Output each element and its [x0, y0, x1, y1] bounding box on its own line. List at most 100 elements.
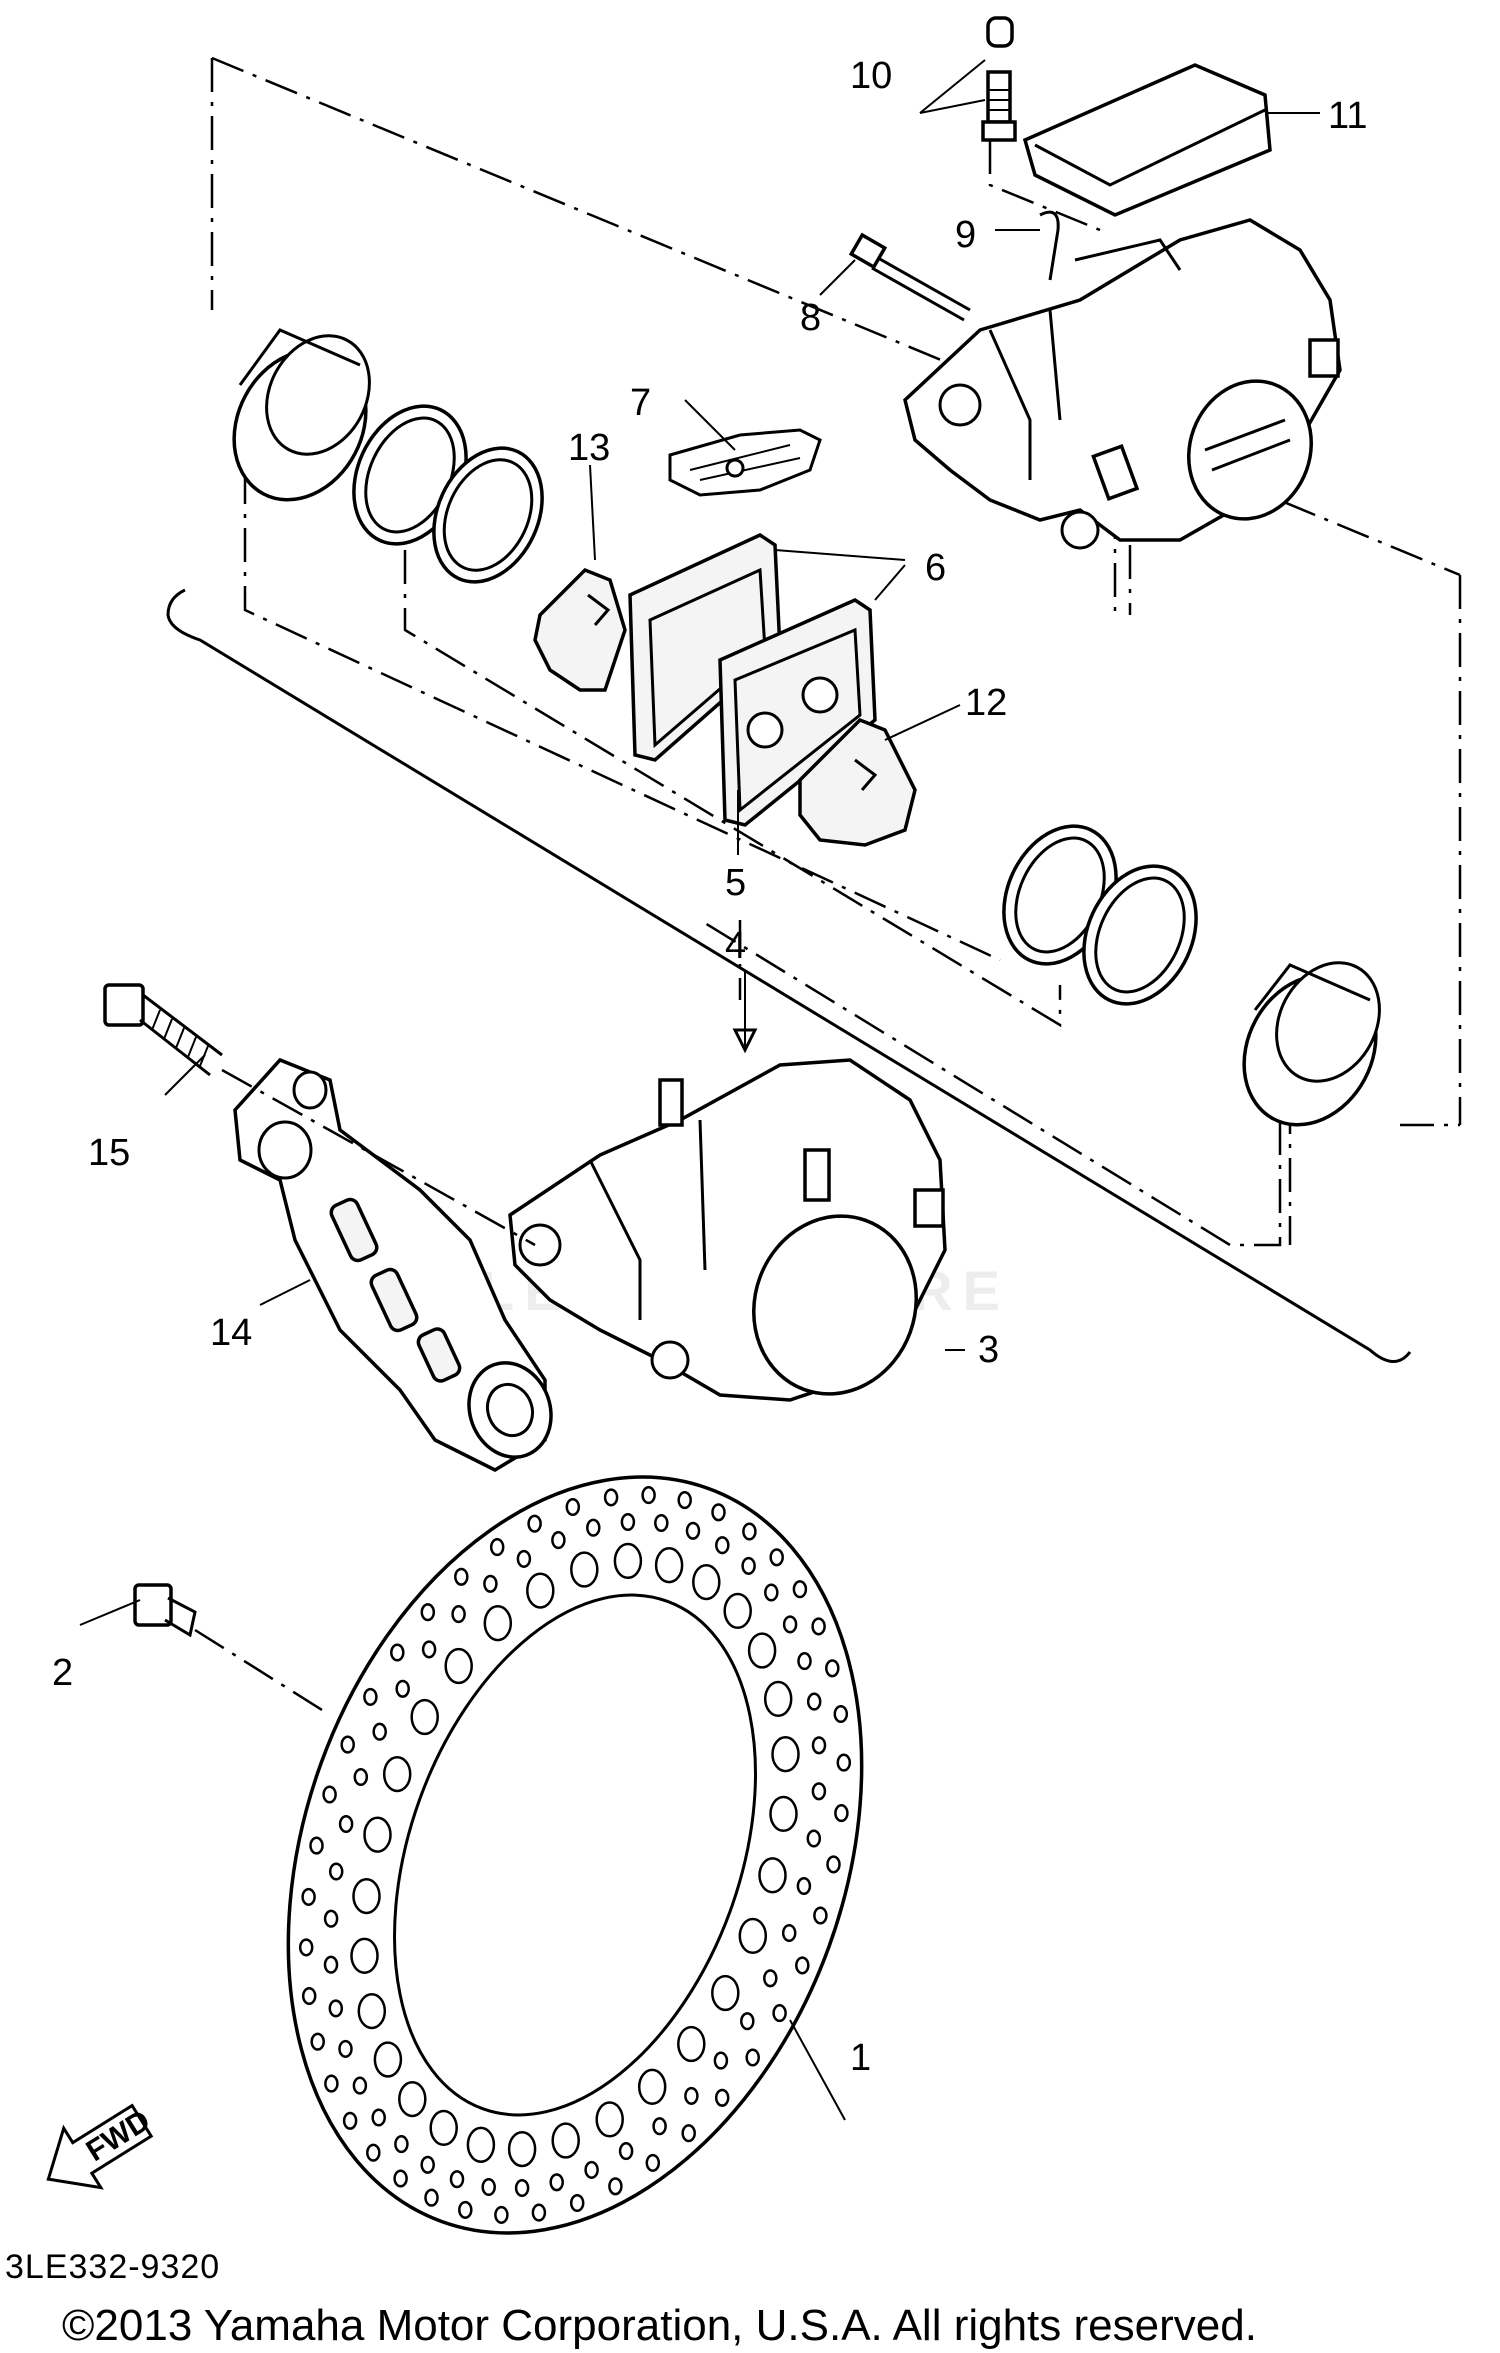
bolt-2	[133, 1583, 331, 1717]
disc-hole	[608, 2177, 623, 2196]
disc-hole	[833, 1704, 849, 1724]
disc-hole	[363, 1816, 392, 1853]
disc-hole	[421, 1640, 437, 1659]
disc-hole	[811, 1782, 827, 1801]
disc-hole	[301, 1887, 316, 1906]
brake-pads-6	[628, 533, 877, 827]
fwd-arrow: FWD	[46, 2103, 156, 2190]
disc-hole	[826, 1855, 841, 1874]
label-8: 8	[800, 297, 821, 339]
copyright-notice: ©2013 Yamaha Motor Corporation, U.S.A. A…	[62, 2301, 1257, 2350]
disc-hole	[424, 2188, 439, 2207]
disc-hole	[489, 1538, 505, 1557]
disc-hole	[795, 1956, 810, 1975]
disc-hole	[711, 1974, 740, 2012]
disc-hole	[654, 1513, 669, 1533]
disc-hole	[298, 1938, 314, 1957]
disc-hole	[526, 1572, 555, 1609]
disc-hole	[637, 2068, 667, 2105]
disc-hole	[481, 2177, 496, 2197]
disc-hole	[714, 2088, 730, 2107]
caliper-assembly-3	[508, 1058, 947, 1402]
disc-hole	[565, 1497, 581, 1517]
disc-hole	[328, 1999, 344, 2018]
upper-seals	[352, 404, 544, 584]
disc-hole	[363, 1687, 378, 1706]
disc-hole	[771, 1736, 800, 1773]
disc-hole	[677, 2025, 706, 2063]
disc-hole	[466, 2126, 496, 2163]
brake-disc-1	[286, 1475, 864, 2235]
disc-hole	[323, 1909, 339, 1928]
disc-hole	[806, 1829, 822, 1848]
disc-hole	[584, 2160, 599, 2179]
pin-8	[848, 232, 971, 322]
fwd-arrow-icon	[46, 2103, 154, 2190]
disc-hole	[681, 2124, 696, 2143]
disc-hole	[373, 2041, 403, 2078]
disc-hole	[324, 2074, 339, 2093]
upper-left-piston	[232, 328, 371, 502]
disc-hole	[569, 2193, 585, 2213]
disc-hole	[398, 2080, 427, 2118]
disc-hole	[449, 2170, 465, 2189]
label-15: 15	[88, 1132, 130, 1174]
disc-hole	[711, 1503, 726, 1522]
shim-13	[533, 567, 627, 692]
disc-hole	[641, 1486, 656, 1505]
disc-hole	[420, 1603, 436, 1622]
disc-hole	[382, 1755, 412, 1793]
bleed-screw-10	[981, 16, 1017, 142]
disc-hole	[811, 1736, 827, 1755]
disc-hole	[654, 1547, 684, 1584]
disc-hole	[769, 1795, 798, 1833]
disc-hole	[742, 1522, 757, 1541]
caliper-bracket-14	[233, 1057, 553, 1472]
label-2: 2	[52, 1652, 73, 1694]
disc-hole	[322, 1785, 337, 1804]
disc-hole	[715, 1536, 730, 1555]
disc-drill-holes	[298, 1486, 852, 2224]
disc-hole	[352, 1877, 381, 1915]
bolt-15	[103, 983, 536, 1247]
disc-hole	[454, 1567, 469, 1586]
disc-hole	[684, 2086, 699, 2105]
lower-seals	[1002, 824, 1198, 1006]
disc-hole	[758, 1857, 787, 1894]
disc-hole	[338, 1814, 354, 1834]
disc-hole	[806, 1692, 822, 1711]
disc-hole	[451, 1605, 466, 1624]
disc-hole	[792, 1580, 808, 1599]
shim-12	[798, 717, 917, 847]
disc-hole	[570, 1551, 599, 1588]
label-11: 11	[1328, 95, 1367, 137]
disc-hole	[618, 2142, 634, 2161]
disc-hole	[764, 1583, 779, 1602]
label-7: 7	[630, 382, 651, 424]
disc-hole	[494, 2205, 509, 2224]
disc-hole	[507, 2130, 537, 2168]
disc-hole	[603, 1488, 619, 1507]
label-3: 3	[978, 1329, 999, 1371]
disc-hole	[796, 1876, 812, 1896]
disc-hole	[429, 2109, 458, 2147]
disc-hole	[310, 2032, 325, 2051]
label-13: 13	[568, 427, 610, 469]
label-12: 12	[965, 682, 1007, 724]
disc-hole	[586, 1518, 601, 1537]
disc-hole	[301, 1986, 317, 2006]
upper-caliper-body	[903, 218, 1342, 550]
disc-hole	[353, 1767, 369, 1787]
disc-hole	[527, 1514, 542, 1533]
disc-hole	[797, 1652, 812, 1671]
disc-hole	[747, 1632, 777, 1669]
label-14: 14	[210, 1312, 252, 1354]
disc-hole	[741, 1556, 756, 1575]
disc-hole	[825, 1659, 840, 1678]
disc-hole	[677, 1491, 692, 1510]
disc-hole	[738, 1917, 768, 1955]
part-labels: 1 2 3 4 5 6 7 8 9 10 11 12 13 14 15	[52, 55, 1367, 2079]
disc-hole	[713, 2051, 729, 2070]
lower-bracket-outline	[166, 588, 1412, 1363]
disc-hole	[551, 1531, 566, 1550]
